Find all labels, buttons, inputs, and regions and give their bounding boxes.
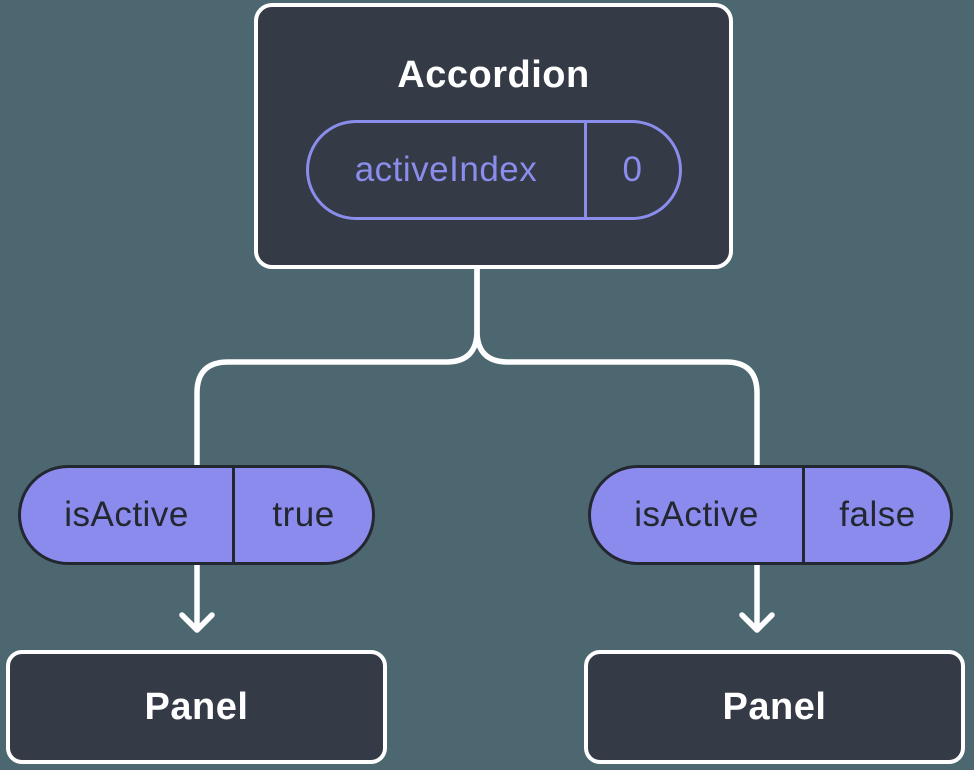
prop-pill-isactive-false: isActive false	[588, 465, 953, 565]
connector-root-to-right-child	[474, 266, 760, 469]
arrow-down-left-icon	[179, 612, 215, 633]
prop-value: false	[839, 495, 916, 534]
component-title: Panel	[144, 686, 249, 728]
accordion-component-node: Accordion activeIndex 0	[254, 3, 733, 269]
state-name: activeIndex	[354, 150, 538, 189]
component-title: Panel	[722, 686, 827, 728]
state-pill-activeindex: activeIndex 0	[305, 120, 682, 220]
component-title: Accordion	[397, 54, 590, 96]
prop-name: isActive	[634, 495, 759, 534]
pill-divider	[802, 468, 805, 562]
pill-divider	[583, 123, 587, 217]
prop-value: true	[272, 495, 335, 534]
connector-root-to-left-child	[194, 266, 480, 469]
arrow-down-right-icon	[739, 612, 775, 633]
prop-pill-isactive-true: isActive true	[18, 465, 375, 565]
panel-component-node-right: Panel	[584, 650, 965, 764]
prop-name: isActive	[64, 495, 189, 534]
pill-divider	[232, 468, 235, 562]
panel-component-node-left: Panel	[6, 650, 387, 764]
state-value: 0	[622, 150, 643, 189]
